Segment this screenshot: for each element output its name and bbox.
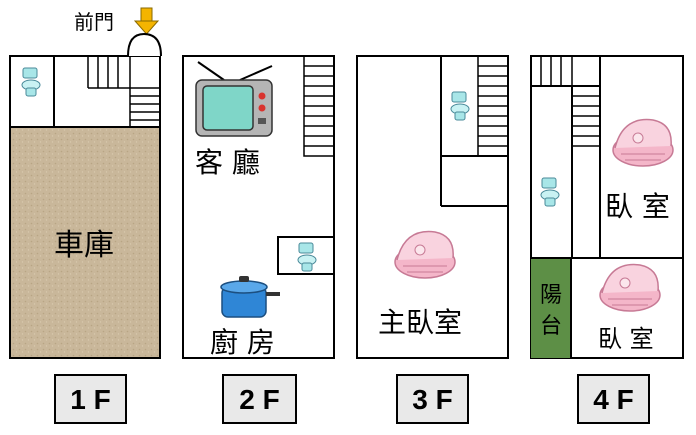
balcony-label-line2: 台 [540,314,562,339]
stairs [303,55,335,157]
balcony [531,259,571,358]
floor-label-3f: 3 F [396,374,469,424]
room-label-bedroom-upper: 臥 室 [605,190,670,223]
floor-2: 客 廳 廚 房 [182,55,335,359]
svg-text:1 F: 1 F [70,384,110,415]
svg-text:2 F: 2 F [239,384,279,415]
balcony-label-line1: 陽 [540,283,562,308]
room-label-bedroom-lower: 臥 室 [598,325,654,353]
floor-1: 車庫 [9,32,162,359]
front-door-arc [127,32,162,57]
room-label-master-bedroom: 主臥室 [378,306,462,339]
floor-4: 臥 室 臥 室 陽 台 [530,55,684,359]
front-door-label: 前門 [74,10,114,34]
room-label-kitchen: 廚 房 [210,326,275,359]
tv-icon [195,61,273,137]
floor-label-2f: 2 F [222,374,297,424]
garage-floor [11,127,159,357]
floor-3: 主臥室 [356,55,509,359]
room-label-living-room: 客 廳 [195,146,260,179]
room-label-garage: 車庫 [54,228,114,263]
arrow-down-icon [133,7,160,35]
cooking-pot-icon [220,276,280,318]
stairs [87,56,160,127]
svg-text:4 F: 4 F [593,384,633,415]
floor-label-4f: 4 F [577,374,650,424]
floor-label-1f: 1 F [54,374,127,424]
svg-text:3 F: 3 F [412,384,452,415]
